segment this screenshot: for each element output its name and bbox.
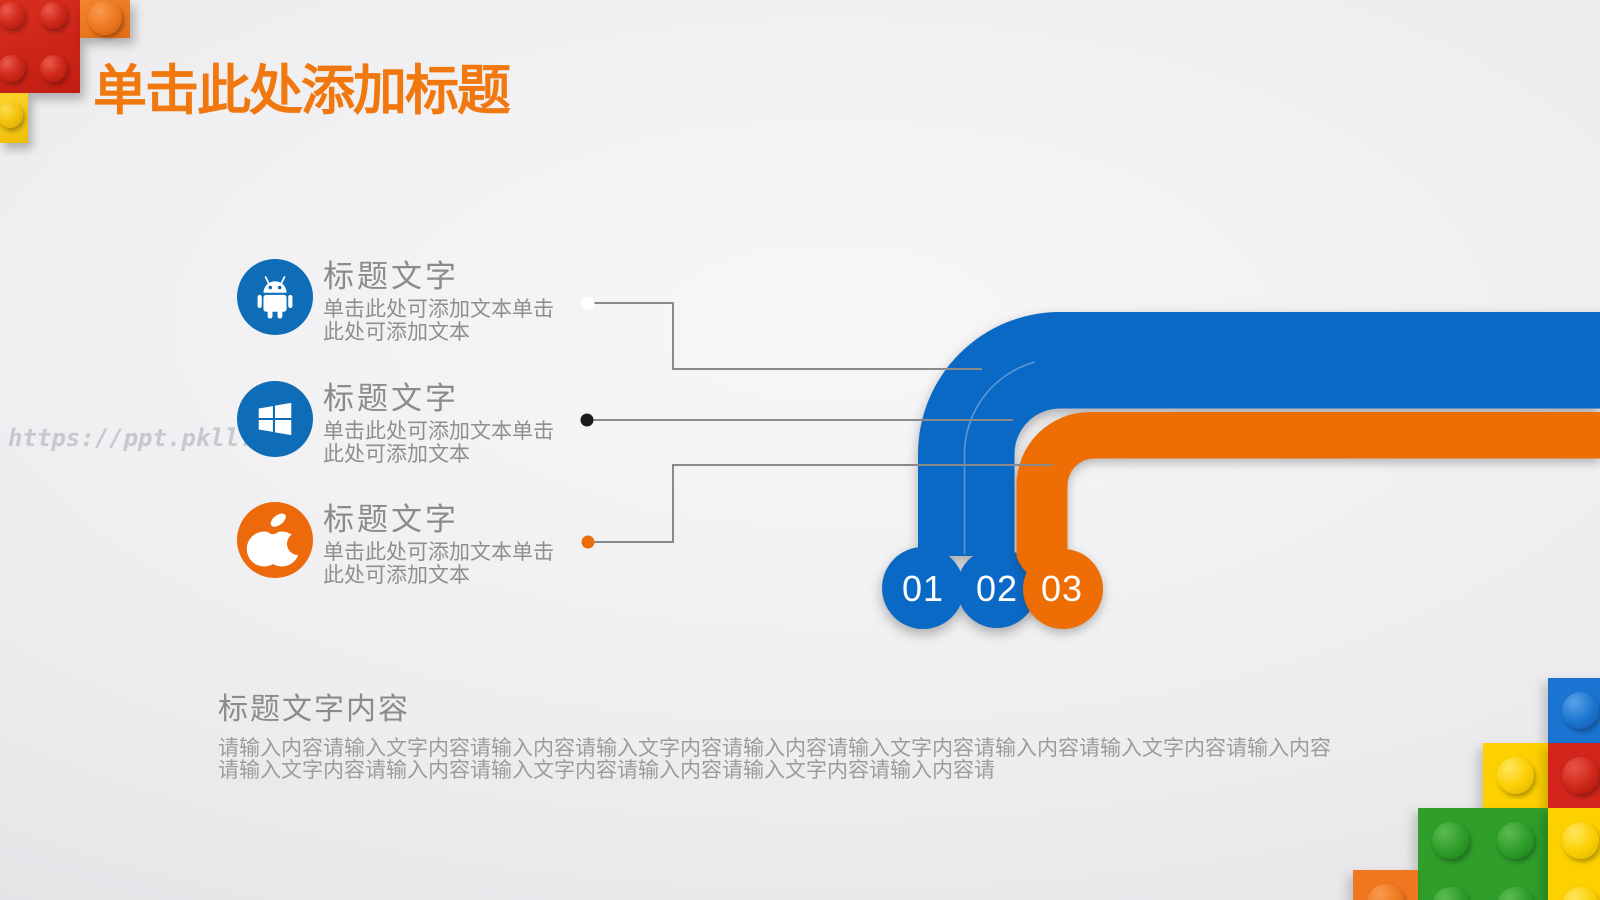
lego-stud (88, 1, 122, 35)
connector-dot-black (580, 413, 594, 427)
lego-brick-red (0, 0, 80, 93)
lego-stud (1497, 757, 1534, 794)
drop-label-03: 03 (1041, 568, 1083, 609)
drop-02 (957, 548, 1037, 628)
item-text: 标题文字 单击此处可添加文本单击此处可添加文本 (323, 381, 561, 467)
bottom-heading: 标题文字内容 (218, 693, 410, 726)
connector-dot-white (581, 296, 595, 310)
lego-stud (40, 2, 67, 29)
lego-stud (1497, 887, 1534, 900)
lego-stud (0, 55, 25, 82)
lego-stud (0, 2, 25, 29)
page-title: 单击此处添加标题 (93, 61, 511, 121)
list-item-windows: 标题文字 单击此处可添加文本单击此处可添加文本 (237, 381, 561, 466)
watermark: https://ppt.pkll.de (8, 424, 283, 452)
item-text: 标题文字 单击此处可添加文本单击此处可添加文本 (323, 259, 561, 345)
lego-stud (0, 102, 23, 128)
lego-stud (1562, 757, 1599, 794)
pipe-orange-body (1016, 412, 1600, 556)
item-title: 标题文字 (323, 381, 459, 416)
lego-stud (1562, 692, 1599, 729)
lego-stud (40, 55, 67, 82)
connector-line-1 (588, 302, 982, 370)
bottom-body-line: 请输入文字内容请输入内容请输入文字内容请输入内容请输入文字内容请输入内容请 (218, 758, 995, 782)
list-item-android: 标题文字 单击此处可添加文本单击此处可添加文本 (237, 259, 561, 344)
lego-brick-blue (1548, 678, 1600, 743)
lego-brick-yellow (1548, 808, 1600, 900)
android-icon (237, 259, 313, 335)
pipe-blue-body (918, 312, 1600, 556)
drop-label-01: 01 (902, 568, 944, 609)
item-text: 标题文字 单击此处可添加文本单击此处可添加文本 (323, 502, 561, 588)
lego-stud (1432, 822, 1469, 859)
lego-brick-orange (80, 0, 130, 38)
drop-01 (882, 547, 964, 629)
item-description: 单击此处可添加文本单击此处可添加文本 (323, 541, 554, 587)
connector-lines (580, 296, 1053, 549)
lego-stud (1497, 822, 1534, 859)
lego-brick-orange (1353, 870, 1418, 900)
pipe-separator-highlight (963, 361, 1036, 554)
pipe-blue (882, 312, 1600, 629)
connector-line-3 (588, 464, 1053, 543)
lego-stud (1432, 887, 1469, 900)
lego-brick-red (1548, 743, 1600, 808)
bottom-body-line: 请输入内容请输入文字内容请输入内容请输入文字内容请输入内容请输入文字内容请输入内… (218, 737, 1331, 760)
item-description: 单击此处可添加文本单击此处可添加文本 (323, 298, 554, 344)
lego-stud (1367, 884, 1404, 900)
windows-icon (237, 381, 313, 457)
drop-03 (1023, 549, 1103, 629)
lego-brick-yellow (0, 93, 28, 143)
lego-brick-yellow (1483, 743, 1548, 808)
lego-brick-green (1418, 808, 1548, 900)
pipe-orange (1016, 412, 1600, 629)
apple-icon (237, 502, 313, 578)
item-title: 标题文字 (323, 259, 459, 294)
item-title: 标题文字 (323, 502, 459, 537)
list-item-apple: 标题文字 单击此处可添加文本单击此处可添加文本 (237, 502, 561, 587)
bottom-body: 请输入内容请输入文字内容请输入内容请输入文字内容请输入内容请输入文字内容请输入内… (218, 738, 1331, 781)
lego-stud (1562, 822, 1599, 859)
connector-dot-orange (581, 535, 595, 549)
item-description: 单击此处可添加文本单击此处可添加文本 (323, 420, 554, 466)
lego-stud (1562, 887, 1599, 900)
drop-label-02: 02 (976, 568, 1018, 609)
